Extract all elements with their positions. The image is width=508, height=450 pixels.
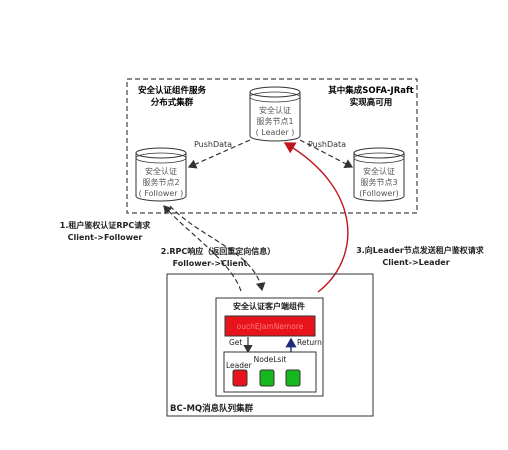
- pushdata-arrow-left: [187, 139, 251, 169]
- mq-cluster-label: BC-MQ消息队列集群: [170, 403, 254, 414]
- mq-cluster-box: [166, 273, 374, 417]
- nodelist-leader-label: Leader: [226, 361, 253, 370]
- return-label: Return: [297, 338, 322, 347]
- cluster-note-line1: 其中集成SOFA-JRaft: [328, 85, 414, 96]
- step3-leader-arrow: [283, 142, 349, 293]
- client-component-title: 安全认证客户端组件: [233, 301, 305, 311]
- step3-label-line1: 3.向Leader节点发送租户鉴权请求: [356, 245, 485, 255]
- nodelist-leader-square: [232, 369, 248, 387]
- follower3-line3: (Follower): [359, 189, 399, 198]
- get-label: Get: [229, 338, 242, 347]
- step2-label-line1: 2.RPC响应（返回重定向信息）: [161, 246, 276, 256]
- step1-label-line1: 1.租户鉴权认证RPC请求: [60, 220, 151, 230]
- follower2-line1: 安全认证: [145, 166, 177, 176]
- pushdata-arrow-right: [299, 139, 354, 168]
- step2-label-line2: Follower->Client: [173, 259, 248, 268]
- leader-node: 安全认证 服务节点1 ( Leader ): [249, 86, 301, 142]
- auth-cluster-box: [126, 78, 418, 214]
- follower2-line3: ( Follower ): [139, 189, 184, 198]
- cluster-note-line2: 实现高可用: [350, 97, 393, 108]
- cluster-title-line1: 安全认证组件服务: [138, 85, 207, 96]
- leader-node-line2: 服务节点1: [256, 116, 293, 126]
- follower3-line1: 安全认证: [363, 166, 395, 176]
- step1-rpc-arrow: [163, 205, 242, 292]
- follower-node-3: 安全认证 服务节点3 (Follower): [353, 147, 405, 202]
- leader-node-line3: ( Leader ): [256, 128, 295, 137]
- step1-label-line2: Client->Follower: [68, 233, 143, 242]
- nodelist-follower-square-2: [285, 369, 301, 387]
- step3-label-line2: Client->Leader: [382, 258, 449, 267]
- nodelist-follower-square-1: [259, 369, 275, 387]
- client-red-box: [224, 315, 316, 337]
- follower-node-2: 安全认证 服务节点2 ( Follower ): [135, 147, 187, 202]
- follower2-line2: 服务节点2: [142, 177, 179, 187]
- leader-node-line1: 安全认证: [259, 105, 291, 115]
- pushdata-label-right: PushData: [308, 140, 346, 149]
- nodelist-title: NodeLsit: [254, 355, 287, 364]
- step2-response-arrow: [169, 205, 266, 292]
- pushdata-label-left: PushData: [194, 140, 232, 149]
- cluster-title-line2: 分布式集群: [151, 97, 194, 108]
- client-red-box-text: ouchEJamNemore: [237, 322, 304, 331]
- follower3-line2: 服务节点3: [360, 177, 397, 187]
